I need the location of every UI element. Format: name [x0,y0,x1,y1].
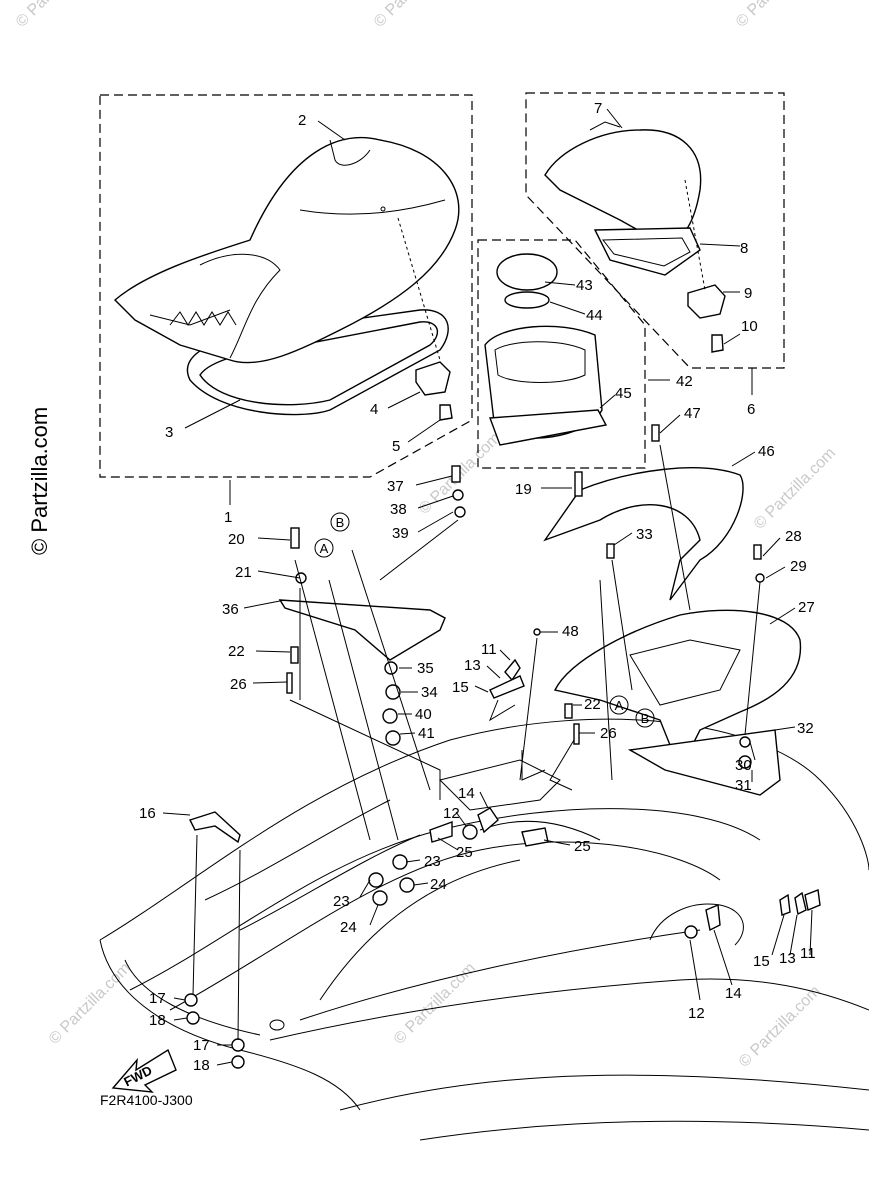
callout-14-side: 14 [725,985,742,1002]
callout-44: 44 [586,307,603,324]
callout-45: 45 [615,385,632,402]
callout-14-hull: 14 [458,785,475,802]
rear-seat [544,121,726,353]
callout-37: 37 [387,478,404,495]
callout-17-upper: 17 [149,990,166,1007]
callout-28: 28 [785,528,802,545]
hull-outline [99,718,869,1141]
callout-47: 47 [684,405,701,422]
callout-21: 21 [235,564,252,581]
callout-35: 35 [417,660,434,677]
bracket-4 [415,361,451,396]
ref-label-b-front: B [336,515,345,530]
bracket-16 [189,811,241,844]
callout-3: 3 [165,424,173,441]
callout-15-side: 15 [753,953,770,970]
callout-31: 31 [735,777,752,794]
callout-5: 5 [392,438,400,455]
callout-1: 1 [224,509,232,526]
ref-circle-b-front [330,512,350,532]
callout-30: 30 [735,757,752,774]
callout-18-upper: 18 [149,1012,166,1029]
callout-19: 19 [515,481,532,498]
callout-40: 40 [415,706,432,723]
callout-12-side: 12 [688,1005,705,1022]
callout-39: 39 [392,525,409,542]
storage-compartment [484,253,608,446]
ref-circle-b-rear [635,708,655,728]
callout-23-upper: 23 [424,853,441,870]
callout-33: 33 [636,526,653,543]
leader-lines [162,108,813,1066]
watermark-tile: © Partzilla.com [733,0,821,31]
callout-labels: 2 3 4 5 1 7 8 9 10 6 43 44 45 42 47 46 1… [139,100,816,1074]
callout-27: 27 [798,599,815,616]
callout-32: 32 [797,720,814,737]
callout-26-rear: 26 [600,725,617,742]
fwd-arrow: FWD [111,1048,177,1093]
guide-lines [192,444,761,1041]
callout-17-lower: 17 [193,1037,210,1054]
callout-9: 9 [744,285,752,302]
seat-assembly-box [99,94,473,478]
callout-11-side: 11 [800,945,816,962]
ref-circle-a-front [314,538,334,558]
callout-25-left: 25 [456,844,473,861]
callout-48: 48 [562,623,579,640]
rear-tray [627,729,781,796]
callout-4: 4 [370,401,378,418]
callout-15-clip: 15 [452,679,469,696]
callout-7: 7 [594,100,602,117]
callout-23-lower: 23 [333,893,350,910]
ref-label-a-front: A [320,541,329,556]
watermark-tile: © Partzilla.com [13,0,101,31]
ref-circle-a-rear [609,695,629,715]
callout-2: 2 [298,112,306,129]
ref-label-a-rear: A [615,698,624,713]
callout-8: 8 [740,240,748,257]
callout-22-rear: 22 [584,696,601,713]
ref-markers: B A A B [314,512,655,728]
bolt-5 [439,404,453,421]
drawing-code: F2R4100-J300 [100,1092,193,1108]
callout-13-clip: 13 [464,657,481,674]
callout-24-upper: 24 [430,876,447,893]
rear-seat-box [525,92,785,369]
callout-26-front: 26 [230,676,247,693]
watermark-tile: © Partzilla.com [736,983,824,1071]
callout-12-hull: 12 [443,805,460,822]
fasteners [184,489,765,1069]
callout-38: 38 [390,501,407,518]
clip-parts [429,658,821,932]
callout-22-front: 22 [228,643,245,660]
callout-20: 20 [228,531,245,548]
callout-18-lower: 18 [193,1057,210,1074]
front-bracket [278,599,446,661]
callout-29: 29 [790,558,807,575]
callout-36: 36 [222,601,239,618]
callout-24-lower: 24 [340,919,357,936]
callout-10: 10 [741,318,758,335]
main-seat [113,136,460,416]
callout-6: 6 [747,401,755,418]
callout-43: 43 [576,277,593,294]
callout-46: 46 [758,443,775,460]
watermark-tile: © Partzilla.com [371,0,459,31]
callout-16: 16 [139,805,156,822]
watermark-tile: © Partzilla.com [46,960,134,1048]
callout-13-side: 13 [779,950,796,967]
ref-label-b-rear: B [641,711,650,726]
callout-34: 34 [421,684,438,701]
callout-42: 42 [676,373,693,390]
callout-25-right: 25 [574,838,591,855]
bolts [286,424,762,745]
callout-41: 41 [418,725,435,742]
grab-handle [543,467,744,601]
callout-11-clip: 11 [481,641,497,658]
side-watermark: © Partzilla.com [27,407,52,555]
